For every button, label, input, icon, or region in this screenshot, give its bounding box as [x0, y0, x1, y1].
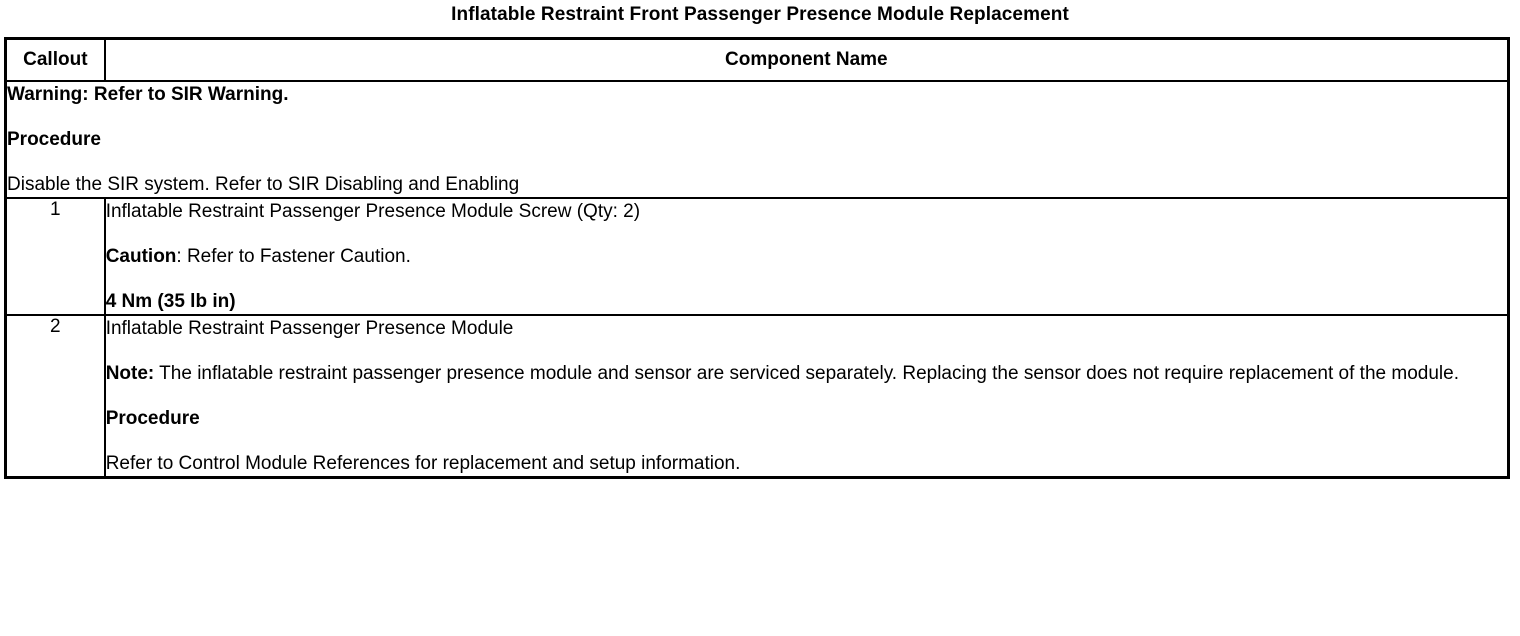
row2-procedure-text: Refer to Control Module References for r… — [105, 453, 741, 474]
component-cell-2: Inflatable Restraint Passenger Presence … — [103, 314, 1510, 479]
component-name-1: Inflatable Restraint Passenger Presence … — [105, 201, 641, 222]
caution-label: Caution — [105, 246, 177, 267]
procedure-table: Callout Component Name Warning: Refer to… — [4, 37, 1510, 479]
callout-number-1: 1 — [4, 197, 106, 316]
preamble-procedure-heading: Procedure — [7, 129, 101, 150]
preamble-cell: Warning: Refer to SIR Warning. Procedure… — [4, 80, 1510, 199]
component-name-2: Inflatable Restraint Passenger Presence … — [105, 318, 514, 339]
callout-number-2: 2 — [4, 314, 106, 479]
component-cell-1: Inflatable Restraint Passenger Presence … — [103, 197, 1510, 316]
table-header-row: Callout Component Name — [4, 37, 1510, 82]
note-text: The inflatable restraint passenger prese… — [154, 363, 1459, 384]
preamble-procedure-text: Disable the SIR system. Refer to SIR Dis… — [7, 174, 520, 195]
note-line: Note: The inflatable restraint passenger… — [106, 361, 1507, 386]
row2-procedure-heading: Procedure — [105, 408, 200, 429]
column-header-callout: Callout — [4, 37, 106, 82]
column-header-component-name: Component Name — [103, 37, 1510, 82]
page-title: Inflatable Restraint Front Passenger Pre… — [451, 4, 1069, 25]
warning-text: Refer to SIR Warning. — [88, 84, 289, 105]
table-row-preamble: Warning: Refer to SIR Warning. Procedure… — [4, 80, 1510, 199]
caution-text: : Refer to Fastener Caution. — [176, 246, 411, 267]
warning-line: Warning: Refer to SIR Warning. — [7, 82, 1507, 107]
note-label: Note: — [105, 363, 155, 384]
caution-line: Caution: Refer to Fastener Caution. — [106, 244, 1507, 269]
torque-spec: 4 Nm (35 lb in) — [105, 291, 236, 312]
table-row: 2 Inflatable Restraint Passenger Presenc… — [4, 314, 1510, 479]
warning-label: Warning: — [7, 84, 89, 105]
table-row: 1 Inflatable Restraint Passenger Presenc… — [4, 197, 1510, 316]
